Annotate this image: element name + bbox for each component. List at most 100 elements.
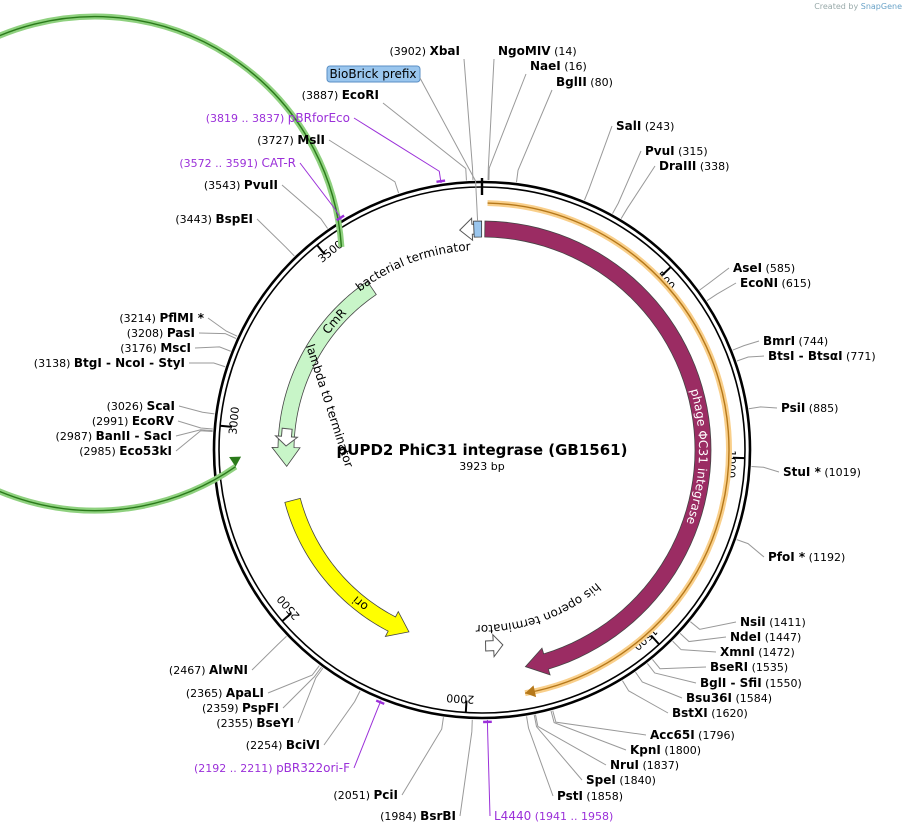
site-label-bsu36i: Bsu36I (1584) [635,671,772,705]
label-name: EcoNI [740,276,778,290]
primer-text-l4440: L4440 (1941 .. 1958) [494,809,613,823]
label-name: pBR322ori-F [276,761,350,775]
label-name: BsrBI [420,809,456,823]
label-position: (1447) [761,631,801,644]
site-label-xbai: (3902) XbaI [390,44,474,181]
label-position: (3543) [204,179,244,192]
site-label-bsrbi: (1984) BsrBI [380,719,473,823]
leader-line [487,58,495,181]
site-label-ecori: (3887) EcoRI [302,88,467,181]
site-text-bcivi: (2254) BciVI [246,738,320,752]
label-position: (744) [795,335,828,348]
label-position: (1800) [661,744,701,757]
site-text-pfoi: PfoI * (1192) [768,550,845,564]
biobrick-leader [419,77,479,222]
label-position: (2467) [169,664,209,677]
label-name: pBRforEco [288,111,350,125]
feature-ori-arrow [284,497,410,638]
plasmid-length: 3923 bp [459,460,504,473]
label-position: (885) [805,402,838,415]
feature-biobrick-box [473,220,483,238]
leader-line [533,714,583,781]
site-text-econi: EcoNI (615) [740,276,811,290]
label-position: (1941 .. 1958) [531,810,613,823]
leader-line [256,218,295,257]
site-label-psii: PsiI (885) [748,401,838,415]
site-text-bmri: BmrI (744) [763,334,828,348]
site-text-pflmi: (3214) PflMI * [119,311,204,325]
site-text-sali: SalI (243) [616,119,674,133]
label-position: (1796) [695,729,735,742]
label-name: CAT-R [261,156,296,170]
label-position: (1837) [639,759,679,772]
leader-line [706,282,737,302]
site-label-stui: StuI * (1019) [751,465,861,479]
label-name: SpeI [586,773,616,787]
site-labels-layer: (3902) XbaI NgoMIV (14)NaeI (16) BglII (80… [34,44,876,823]
label-position: (1535) [748,661,788,674]
site-label-bglii: BglII (80) [516,75,613,183]
label-position: (771) [843,350,876,363]
leader-line [177,420,213,430]
site-label-pvuii: (3543) PvuII [204,178,329,229]
site-text-bstxi: BstXI (1620) [672,706,748,720]
label-position: (3902) [390,45,430,58]
label-position: (3176) [120,342,160,355]
label-name: XbaI [430,44,460,58]
leader-line [679,633,727,643]
leader-line [486,719,491,817]
label-position: (2991) [92,415,132,428]
site-text-bsu36i: Bsu36I (1584) [686,691,772,705]
site-label-econi: EcoNI (615) [706,276,811,302]
outer-arc-arrow-1 [229,456,242,467]
label-name: EcoRI [342,88,379,102]
label-position: (2985) [79,445,119,458]
ruler-label-3000: 3000 [226,406,242,435]
leader-line [699,267,730,291]
ruler-tick-1500 [650,634,660,646]
site-text-bseri: BseRI (1535) [710,660,788,674]
label-position: (2365) [186,687,226,700]
site-label-bseyi: (2355) BseYI [216,667,324,730]
site-label-psti: PstI (1858) [526,716,623,803]
primer-label-pbrforeco: (3819 .. 3837) pBRforEco [206,111,442,184]
site-text-ndei: NdeI (1447) [730,630,801,644]
site-label-apali: (2365) ApaLI [186,665,320,700]
leader-line [646,663,697,684]
site-label-ngomiv: NgoMIV (14) [487,44,577,181]
label-name: BseYI [256,716,294,730]
site-label-msci: (3176) MscI [120,341,231,355]
label-position: (3727) [257,134,297,147]
snapgene-credit: Created by SnapGene [814,2,902,11]
label-name: BmrI [763,334,795,348]
leader-line [635,671,683,699]
leader-line [552,710,647,736]
site-label-kpni: KpnI (1800) [550,710,701,757]
site-label-btsi-bts-i: BtsI - BtsαI (771) [736,349,876,363]
label-position: (1550) [762,677,802,690]
site-label-pcii: (2051) PciI [333,717,444,802]
label-name: NdeI [730,630,761,644]
site-text-naei: NaeI (16) [530,59,587,73]
leader-line [178,405,215,415]
site-text-asei: AseI (585) [733,261,795,275]
leader-line [748,406,778,410]
site-text-btsi-bts-i: BtsI - BtsαI (771) [768,349,876,363]
leader-line [672,640,717,653]
outer-arc-line-1 [0,15,343,512]
site-label-bgli-sfii: BglI - SfiI (1550) [646,663,802,690]
site-text-xbai: (3902) XbaI [390,44,460,58]
label-name: AseI [733,261,762,275]
label-position: (2355) [216,717,256,730]
label-name: BtsI - BtsαI [768,349,843,363]
site-text-banii-saci: (2987) BanII - SacI [56,429,172,443]
label-position: (3026) [107,400,147,413]
site-text-eco53ki: (2985) Eco53kI [79,444,172,458]
leader-line [534,714,607,766]
label-name: PflMI * [159,311,204,325]
site-text-bglii: BglII (80) [556,75,613,89]
leader-line [328,139,400,194]
label-name: L4440 [494,809,531,823]
site-label-sali: SalI (243) [583,119,674,201]
label-name: BglII [556,75,587,89]
